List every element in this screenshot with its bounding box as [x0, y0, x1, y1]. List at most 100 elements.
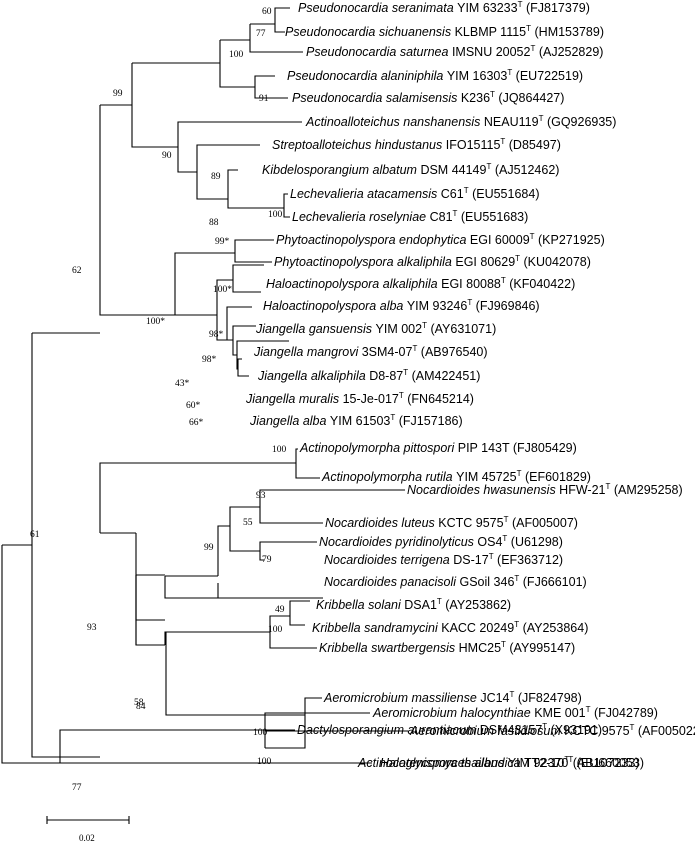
type-strain-superscript: T: [514, 620, 519, 629]
bootstrap-value: 60: [262, 7, 272, 17]
taxon-label: Jiangella gansuensis YIM 002T (AY631071): [255, 321, 496, 336]
taxon-accession: (EF363712): [494, 553, 563, 567]
taxon-accession: (AF005022): [634, 724, 695, 738]
bootstrap-value: 100: [268, 625, 283, 635]
taxon-strain: C61: [441, 187, 464, 201]
taxon-strain: 15-Je-017: [343, 392, 399, 406]
taxon-label: Phytoactinopolyspora endophytica EGI 600…: [276, 232, 605, 247]
branch: [164, 575, 218, 599]
taxon-strain: YIM 002: [376, 322, 423, 336]
bootstrap-value: 58: [134, 698, 144, 708]
taxon-label: Streptoalloteichus hindustanus IFO15115T…: [272, 137, 561, 152]
taxon-strain: YIM 16303: [447, 69, 508, 83]
taxon-strain: EGI 80629: [455, 255, 515, 269]
type-strain-superscript: T: [437, 597, 442, 606]
taxon-strain: DS-17: [453, 553, 488, 567]
taxon-accession: (AY631071): [427, 322, 496, 336]
type-strain-superscript: T: [403, 368, 408, 377]
taxon-species-name: Pseudonocardia alaniniphila: [287, 69, 447, 83]
taxon-accession: (GQ926935): [543, 115, 616, 129]
type-strain-superscript: T: [422, 321, 427, 330]
taxon-species-name: Jiangella gansuensis: [255, 322, 376, 336]
taxon-species-name: Aeromicrobium halocynthiae: [372, 706, 534, 720]
taxon-accession: (AJ512462): [491, 163, 559, 177]
taxon-accession: (FJ805429): [509, 441, 576, 455]
taxon-accession: (AY995147): [506, 641, 575, 655]
bootstrap-value: 91: [259, 94, 269, 104]
taxon-accession: (AY253864): [519, 621, 588, 635]
taxon-labels: Pseudonocardia seranimata YIM 63233T (FJ…: [245, 0, 695, 770]
branch: [166, 615, 317, 649]
branch: [227, 169, 284, 209]
branch: [283, 193, 290, 218]
taxon-species-name: Aeromicrobium massiliense: [323, 691, 480, 705]
taxon-species-name: Lechevalieria atacamensis: [290, 187, 441, 201]
taxon-label: Nocardioides terrigena DS-17T (EF363712): [324, 552, 563, 567]
taxon-strain: YIM 63233: [457, 1, 518, 15]
taxon-label: Nocardioides panacisoli GSoil 346T (FJ66…: [324, 574, 587, 589]
taxon-accession: (FJ042789): [591, 706, 658, 720]
type-strain-superscript: T: [518, 0, 523, 9]
taxon-strain: KCTC 9575: [564, 724, 629, 738]
branch: [99, 462, 296, 534]
branch: [217, 583, 323, 599]
taxon-species-name: Jiangella alba: [249, 414, 330, 428]
branch: [165, 632, 305, 716]
taxon-accession: (EU660053): [573, 756, 644, 770]
taxon-strain: GSoil 346: [460, 575, 515, 589]
taxon-strain: YIM 45725: [456, 470, 517, 484]
bootstrap-value: 55: [243, 518, 253, 528]
taxon-label: Haloglycomyces albus YIM 92370T (EU66005…: [380, 755, 644, 770]
taxon-label: Kribbella solani DSA1T (AY253862): [316, 597, 511, 612]
scale-bar-label: 0.02: [79, 833, 95, 843]
type-strain-superscript: T: [399, 391, 404, 400]
taxon-strain: YIM 93246: [407, 299, 468, 313]
taxon-strain: OS4: [477, 535, 502, 549]
taxon-accession: (EU722519): [512, 69, 583, 83]
type-strain-superscript: T: [526, 24, 531, 33]
branch: [229, 506, 260, 552]
type-strain-superscript: T: [568, 755, 573, 764]
taxon-strain: KLBMP 1115: [455, 25, 527, 39]
type-strain-superscript: T: [530, 232, 535, 241]
taxon-label: Jiangella alkaliphila D8-87T (AM422451): [257, 368, 480, 383]
taxon-label: Kibdelosporangium albatum DSM 44149T (AJ…: [262, 162, 559, 177]
bootstrap-value: 62: [72, 266, 82, 276]
branch: [289, 600, 310, 626]
bootstrap-values: 607710091999089881006299*100*100*98*98*4…: [30, 7, 287, 793]
type-strain-superscript: T: [630, 723, 635, 732]
bootstrap-value: 99: [113, 89, 123, 99]
taxon-accession: (KF040422): [506, 277, 575, 291]
taxon-strain: YIM 92370: [508, 756, 569, 770]
branch: [232, 264, 264, 293]
branch: [196, 144, 260, 200]
taxon-strain: DSM 44149: [420, 163, 486, 177]
bootstrap-value: 84: [136, 702, 146, 712]
bootstrap-value: 100: [272, 445, 287, 455]
branch: [237, 358, 249, 377]
taxon-label: Nocardioides pyridinolyticus OS4T (U6129…: [319, 534, 563, 549]
bootstrap-value: 43*: [175, 379, 190, 389]
taxon-strain: IMSNU 20052: [452, 45, 531, 59]
taxon-species-name: Haloglycomyces albus: [380, 756, 508, 770]
type-strain-superscript: T: [412, 344, 417, 353]
taxon-species-name: Actinoalloteichus nanshanensis: [305, 115, 484, 129]
taxon-species-name: Nocardioides terrigena: [324, 553, 453, 567]
type-strain-superscript: T: [515, 254, 520, 263]
branch: [254, 75, 288, 99]
taxon-species-name: Jiangella muralis: [245, 392, 343, 406]
taxon-species-name: Kribbella solani: [316, 598, 404, 612]
branch: [226, 306, 252, 341]
taxon-label: Dactylosporangium aurantiacum DSM43157T …: [297, 722, 602, 737]
taxon-species-name: Nocardioides luteus: [325, 516, 438, 530]
branch: [265, 697, 322, 749]
taxon-label: Kribbella swartbergensis HMC25T (AY99514…: [319, 640, 575, 655]
type-strain-superscript: T: [517, 469, 522, 478]
branch: [131, 62, 220, 148]
type-strain-superscript: T: [464, 186, 469, 195]
branch: [135, 533, 165, 621]
taxon-strain: EGI 80088: [441, 277, 501, 291]
taxon-species-name: Kribbella swartbergensis: [319, 641, 459, 655]
branch: [216, 279, 233, 341]
branch: [264, 712, 408, 748]
